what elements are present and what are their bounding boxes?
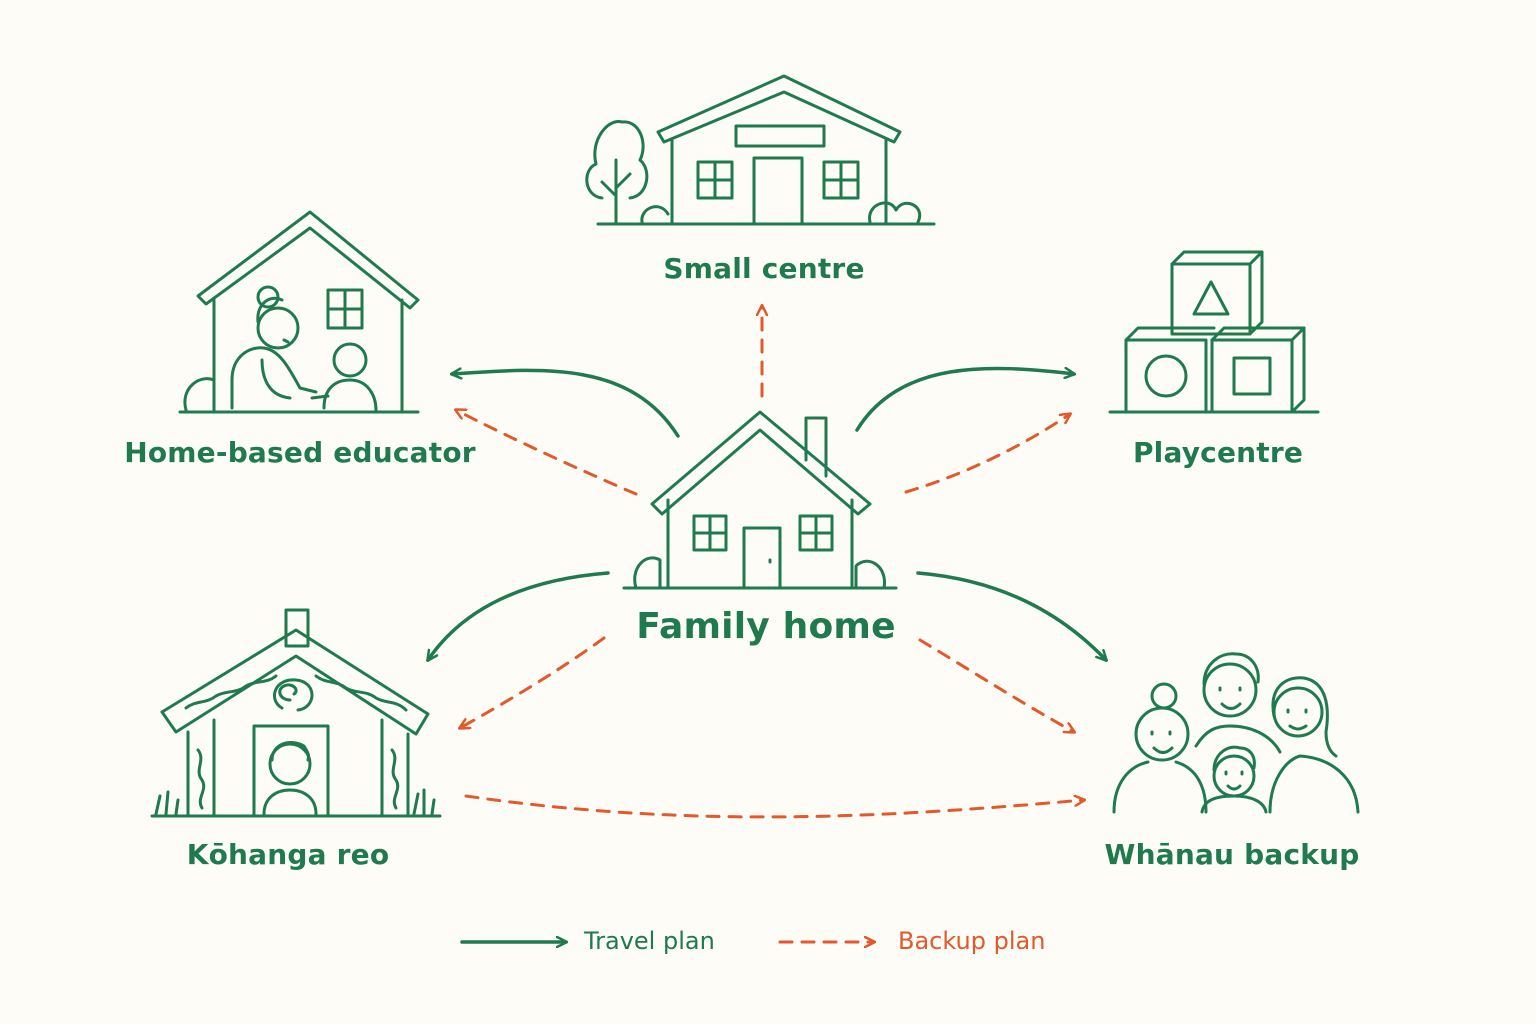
backup-edge-kohanga-to-whanau <box>464 794 1084 819</box>
travel-edge-kohanga-reo <box>428 571 610 660</box>
centre-building-icon <box>585 74 936 226</box>
toy-blocks-icon <box>1108 250 1320 414</box>
node-label-home-based-educator: Home-based educator <box>124 436 476 469</box>
node-label-kohanga-reo: Kōhanga reo <box>186 838 390 871</box>
family-group-icon <box>1112 652 1360 814</box>
legend-backup-label: Backup plan <box>898 927 1046 955</box>
backup-edge-playcentre <box>904 414 1070 494</box>
travel-edge-home-based-educator <box>452 370 680 438</box>
travel-edge-whanau-backup <box>916 571 1106 660</box>
backup-edge-whanau-backup <box>918 638 1074 732</box>
house-with-chimney-icon <box>622 410 898 590</box>
node-label-family-home: Family home <box>636 606 896 647</box>
node-label-small-centre: Small centre <box>663 252 865 285</box>
home-educator-icon <box>178 210 420 414</box>
node-label-playcentre: Playcentre <box>1132 436 1304 469</box>
backup-edge-home-based-educator <box>456 410 638 496</box>
travel-edge-playcentre <box>855 366 1074 432</box>
backup-edge-kohanga-reo <box>460 636 606 728</box>
marae-house-icon <box>150 608 442 818</box>
node-label-whanau-backup: Whānau backup <box>1104 838 1360 871</box>
legend-travel-label: Travel plan <box>584 927 715 955</box>
